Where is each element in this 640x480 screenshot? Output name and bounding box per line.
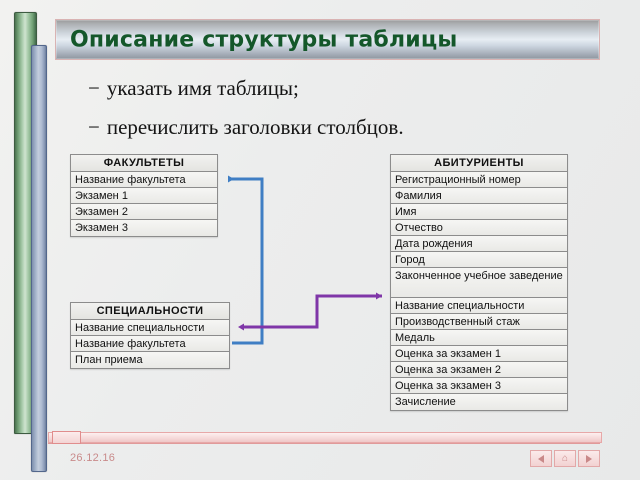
table-row: План приема (71, 352, 229, 368)
table-row: Город (391, 252, 567, 268)
connector-faculty (228, 175, 264, 345)
table-row: Оценка за экзамен 2 (391, 362, 567, 378)
table-row: Экзамен 2 (71, 204, 217, 220)
footer-date: 26.12.16 (70, 452, 116, 464)
decorative-blue-bar (31, 45, 47, 472)
page-title: Описание структуры таблицы (70, 27, 458, 52)
table-row: Регистрационный номер (391, 172, 567, 188)
table-row: Оценка за экзамен 1 (391, 346, 567, 362)
home-slide-button[interactable]: ⌂ (554, 450, 576, 467)
footer-underline (48, 443, 600, 444)
slide-title-bar: Описание структуры таблицы (55, 19, 600, 60)
table-row: Экзамен 3 (71, 220, 217, 236)
dash-icon: − (88, 115, 100, 139)
table-header: СПЕЦИАЛЬНОСТИ (71, 303, 229, 320)
table-row: Фамилия (391, 188, 567, 204)
list-item: −перечислить заголовки столбцов. (88, 115, 558, 140)
table-row: Зачисление (391, 394, 567, 410)
list-item-label: указать имя таблицы; (106, 76, 299, 100)
list-item-label: перечислить заголовки столбцов. (106, 115, 404, 139)
table-faculties: ФАКУЛЬТЕТЫ Название факультета Экзамен 1… (70, 154, 218, 237)
table-row: Экзамен 1 (71, 188, 217, 204)
table-row: Название факультета (71, 336, 229, 352)
triangle-left-icon (538, 454, 544, 463)
table-row: Отчество (391, 220, 567, 236)
table-applicants: АБИТУРИЕНТЫ Регистрационный номер Фамили… (390, 154, 568, 411)
bullet-list: −указать имя таблицы; −перечислить загол… (88, 76, 558, 154)
table-row: Законченное учебное заведение (391, 268, 567, 298)
table-header: АБИТУРИЕНТЫ (391, 155, 567, 172)
table-specialties: СПЕЦИАЛЬНОСТИ Название специальности Наз… (70, 302, 230, 369)
next-slide-button[interactable] (578, 450, 600, 467)
table-row: Оценка за экзамен 3 (391, 378, 567, 394)
table-row: Название специальности (391, 298, 567, 314)
table-header: ФАКУЛЬТЕТЫ (71, 155, 217, 172)
table-row: Дата рождения (391, 236, 567, 252)
table-row: Название факультета (71, 172, 217, 188)
list-item: −указать имя таблицы; (88, 76, 558, 101)
table-row: Имя (391, 204, 567, 220)
table-row: Название специальности (71, 320, 229, 336)
home-icon: ⌂ (561, 452, 569, 464)
dash-icon: − (88, 76, 100, 100)
triangle-right-icon (586, 454, 592, 463)
navigation-buttons: ⌂ (530, 450, 600, 467)
footer-rule (48, 432, 602, 443)
connector-specialty (238, 292, 382, 331)
prev-slide-button[interactable] (530, 450, 552, 467)
table-row: Медаль (391, 330, 567, 346)
footer-tab (52, 431, 81, 444)
table-row: Производственный стаж (391, 314, 567, 330)
